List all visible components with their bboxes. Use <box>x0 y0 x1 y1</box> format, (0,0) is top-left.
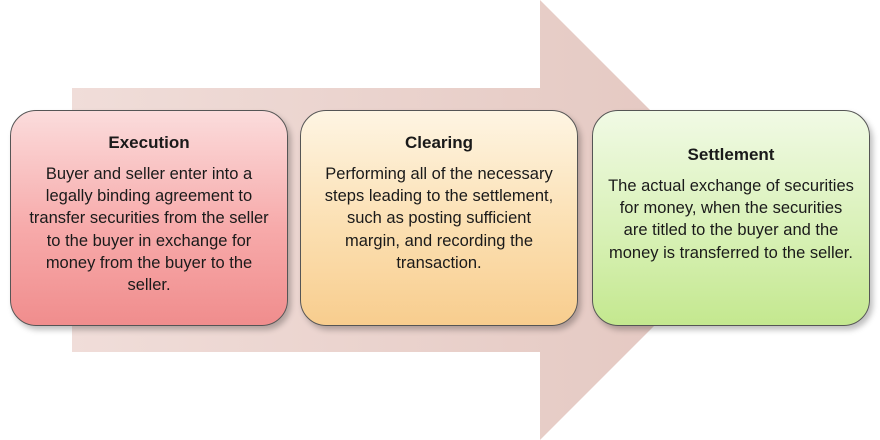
step-settlement: Settlement The actual exchange of securi… <box>592 110 870 326</box>
step-description: The actual exchange of securities for mo… <box>608 177 854 262</box>
step-title: Settlement <box>687 145 775 164</box>
step-description: Buyer and seller enter into a legally bi… <box>29 165 269 295</box>
step-description: Performing all of the necessary steps le… <box>324 165 554 272</box>
step-execution: Execution Buyer and seller enter into a … <box>10 110 288 326</box>
step-title: Execution <box>108 133 190 152</box>
step-clearing: Clearing Performing all of the necessary… <box>300 110 578 326</box>
step-title: Clearing <box>404 133 474 152</box>
